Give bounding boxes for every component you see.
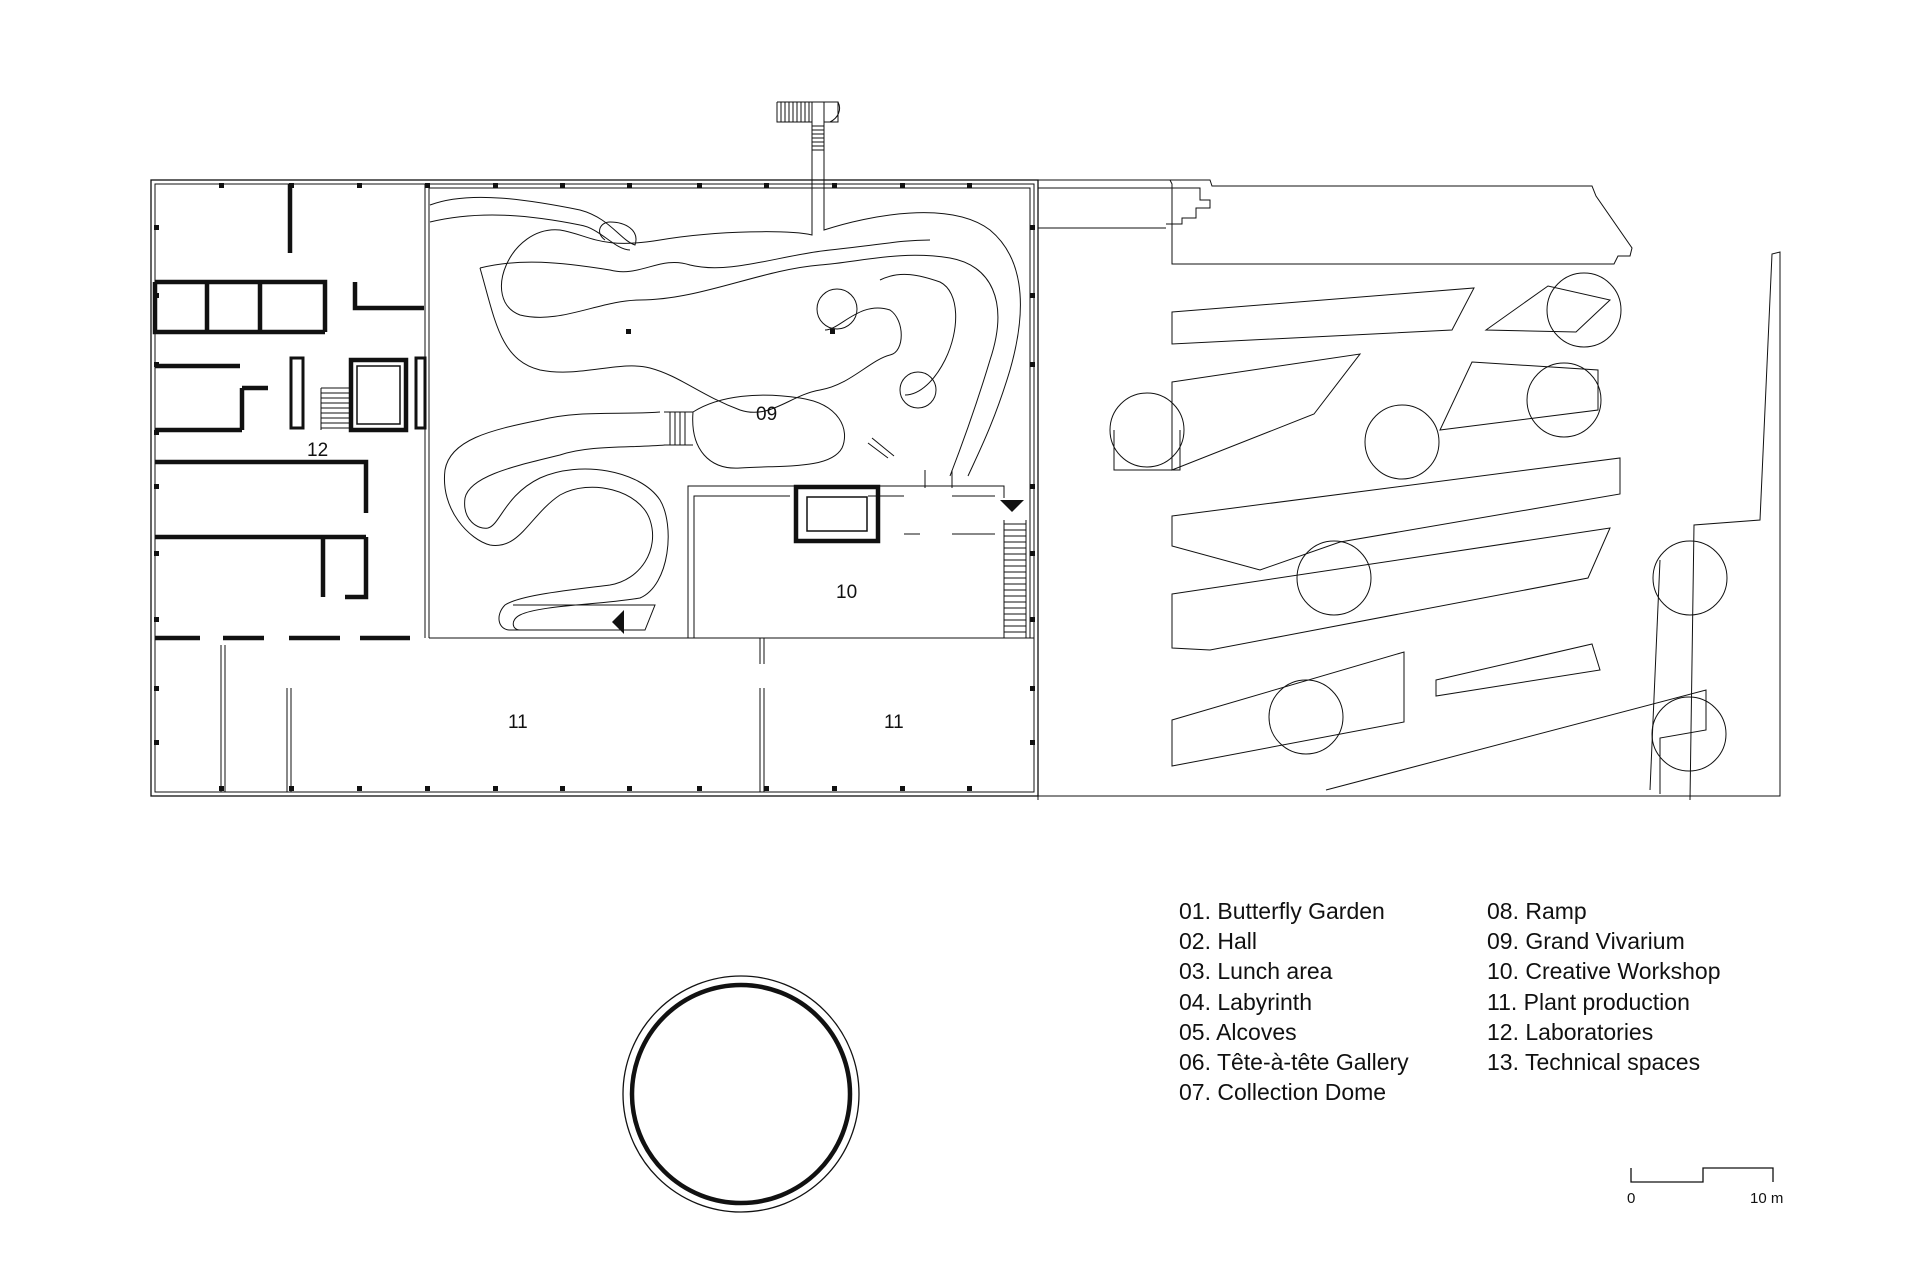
tree-circle: [1546, 272, 1622, 348]
collection-dome: [622, 975, 860, 1213]
legend-item: 12. Laboratories: [1487, 1018, 1654, 1045]
tree-circle: [1364, 404, 1440, 480]
office-walls: [152, 184, 424, 641]
stair-arrow-icon: [1000, 500, 1024, 512]
plant-production-partitions: [220, 638, 765, 792]
planter-bed: [1171, 651, 1405, 767]
creative-workshop: [687, 484, 1027, 638]
tree-circle: [1109, 392, 1185, 468]
tree-circle: [1652, 540, 1728, 616]
planter-bed: [1439, 361, 1599, 431]
legend-item: 01. Butterfly Garden: [1179, 898, 1385, 924]
legend-item: 06. Tête-à-tête Gallery: [1179, 1049, 1409, 1076]
tree-circle: [1651, 696, 1727, 772]
ramp-arrow-icon: [612, 610, 624, 634]
room-label-11-east: 11: [884, 712, 904, 733]
scale-bar-start-label: 0: [1627, 1190, 1636, 1207]
room-label-12: 12: [307, 440, 328, 461]
tree-circle: [1526, 362, 1602, 438]
legend-item: 04. Labyrinth: [1179, 988, 1312, 1015]
vivarium-enclosure: [429, 187, 1031, 638]
legend-item: 11. Plant production: [1487, 988, 1690, 1015]
planter-bed: [1171, 287, 1475, 345]
vivarium-path: [429, 102, 1021, 631]
legend-item: 13. Technical spaces: [1487, 1049, 1701, 1076]
legend-item: 03. Lunch area: [1179, 958, 1333, 985]
legend-column-1: 01. Butterfly Garden 02. Hall 03. Lunch …: [1179, 896, 1409, 1107]
top-external-stair: [776, 101, 841, 184]
legend-column-2: 08. Ramp 09. Grand Vivarium 10. Creative…: [1487, 896, 1721, 1077]
planter-bed: [1435, 643, 1601, 697]
legend-item: 02. Hall: [1179, 928, 1257, 955]
planter-bed: [1171, 353, 1362, 471]
planter-bed: [1171, 457, 1621, 571]
room-label-10: 10: [836, 582, 857, 603]
legend-item: 10. Creative Workshop: [1487, 958, 1721, 985]
garden-outline: [1038, 179, 1781, 801]
left-building-outline: [150, 179, 1039, 797]
planter-bed: [1484, 285, 1612, 333]
planter-bed: [1325, 689, 1707, 794]
legend-item: 07. Collection Dome: [1179, 1079, 1387, 1106]
legend-item: 08. Ramp: [1487, 898, 1587, 924]
scale-bar: [1630, 1167, 1774, 1183]
room-label-09: 09: [756, 404, 777, 425]
right-garden: [1037, 179, 1781, 801]
legend-item: 09. Grand Vivarium: [1487, 928, 1685, 955]
room-label-11-west: 11: [508, 712, 528, 733]
planter-bed: [1171, 527, 1611, 651]
scale-bar-end-label: 10 m: [1750, 1190, 1784, 1207]
legend-item: 05. Alcoves: [1179, 1018, 1297, 1045]
tree-circle: [1268, 679, 1344, 755]
left-building: [150, 101, 1039, 797]
lab-stair-core: [289, 356, 427, 433]
tree-circle: [1296, 540, 1372, 616]
